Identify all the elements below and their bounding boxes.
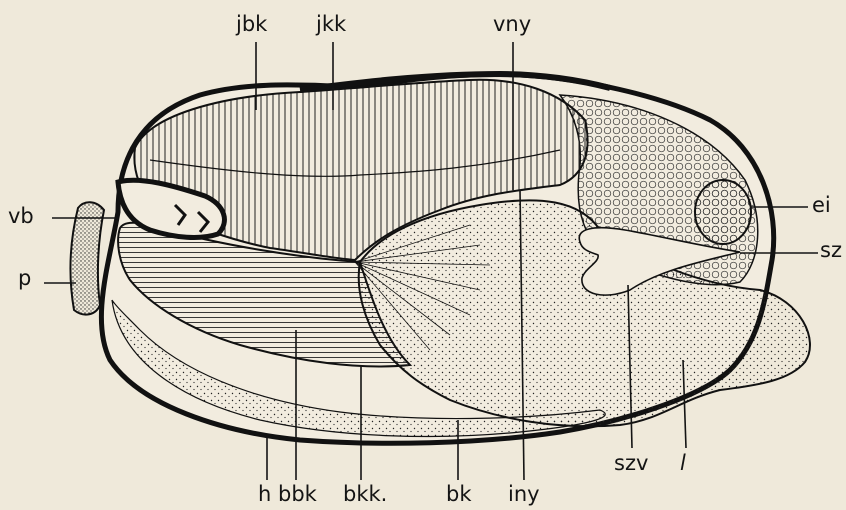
label-jkk: jkk	[316, 14, 346, 35]
label-bbk: bbk	[278, 484, 317, 505]
label-bk: bk	[446, 484, 472, 505]
label-vb: vb	[8, 206, 34, 227]
label-szv: szv	[614, 453, 648, 474]
posterior-siphon	[71, 202, 104, 314]
label-vny: vny	[493, 14, 531, 35]
label-sz: sz	[820, 240, 842, 261]
egg-cluster	[695, 180, 751, 244]
label-jbk: jbk	[236, 14, 267, 35]
label-ei: ei	[812, 195, 831, 216]
label-l: l	[680, 453, 686, 474]
label-iny: iny	[508, 484, 540, 505]
label-bkk: bkk.	[343, 484, 387, 505]
label-p: p	[18, 268, 31, 289]
label-h: h	[258, 484, 271, 505]
